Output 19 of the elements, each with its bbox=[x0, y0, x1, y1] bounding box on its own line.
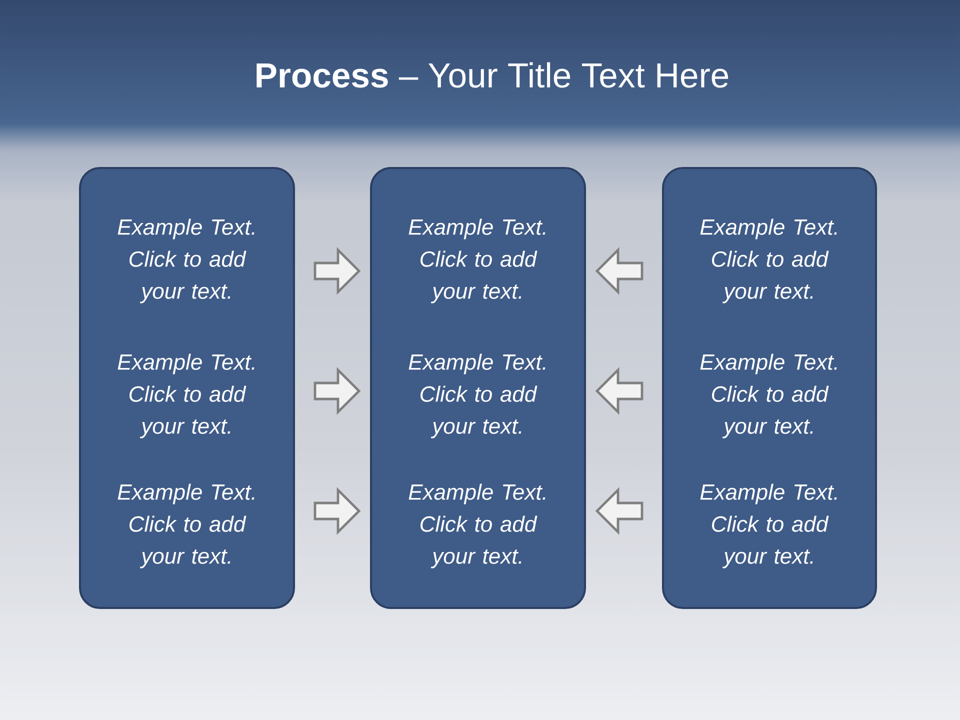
block-arrow bbox=[314, 487, 361, 535]
body-text: Example Text. Click to add your text. bbox=[118, 354, 254, 438]
body-text: Example Text. Click to add your text. bbox=[408, 484, 546, 568]
block-arrow bbox=[314, 247, 361, 295]
body-text: Example Text. Click to add your text. bbox=[118, 484, 254, 568]
body-text: Example Text. Click to add your text. bbox=[118, 218, 254, 304]
block-arrow bbox=[314, 367, 361, 415]
process-box bbox=[662, 167, 877, 609]
title: Process – Your Title Text Here bbox=[256, 62, 728, 88]
block-arrow bbox=[595, 247, 644, 295]
process-box bbox=[79, 167, 295, 609]
body-text: Example Text. Click to add your text. bbox=[700, 218, 837, 304]
block-arrow bbox=[595, 487, 644, 535]
block-arrow bbox=[595, 367, 644, 415]
body-text: Example Text. Click to add your text. bbox=[700, 484, 837, 568]
body-text: Example Text. Click to add your text. bbox=[408, 354, 546, 438]
process-box bbox=[370, 167, 586, 609]
body-text: Example Text. Click to add your text. bbox=[408, 218, 546, 304]
body-text: Example Text. Click to add your text. bbox=[700, 354, 837, 438]
